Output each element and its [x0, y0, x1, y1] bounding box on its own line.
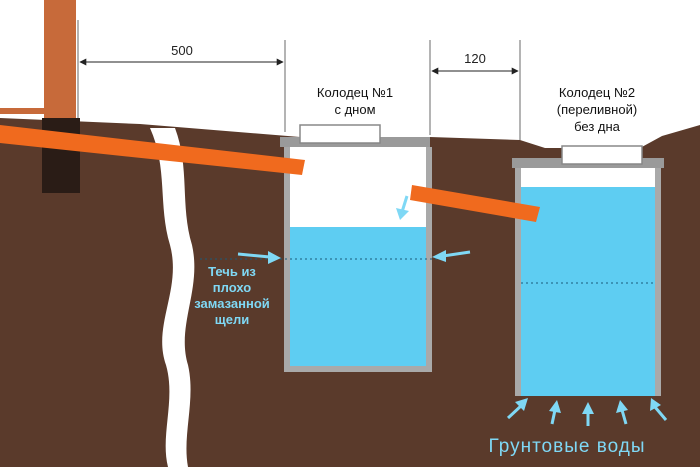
groundwater-arrow-icon	[650, 398, 668, 421]
groundwater-label: Грунтовые воды	[489, 436, 646, 457]
well-1-water	[290, 227, 426, 366]
wooden-post	[44, 0, 76, 120]
overflow-pipe	[410, 185, 540, 222]
well-2-label-line-2: (переливной)	[557, 102, 637, 117]
leak-arrow-right-icon	[432, 250, 471, 262]
leak-label-line-2: плохо	[213, 280, 251, 295]
inlet-pipe	[0, 125, 305, 175]
flow-arrow-icon	[396, 195, 409, 220]
well-2-label-line-3: без дна	[574, 119, 621, 134]
well-1-label-line-1: Колодец №1	[317, 85, 393, 100]
leak-label-line-3: замазанной	[194, 296, 270, 311]
leak-label-line-1: Течь из	[208, 264, 256, 279]
well-2	[512, 145, 664, 396]
groundwater-arrow-icon	[506, 398, 528, 420]
soil-crack	[150, 128, 195, 467]
post-footing	[42, 118, 80, 193]
dimension-120-label: 120	[464, 51, 486, 66]
groundwater-arrow-icon	[582, 402, 594, 426]
well-2-water	[521, 187, 655, 396]
dimension-500-label: 500	[171, 43, 193, 58]
groundwater-arrow-icon	[549, 400, 561, 425]
well-1-label-line-2: с дном	[334, 102, 375, 117]
well-2-label-line-1: Колодец №2	[559, 85, 635, 100]
well-1	[200, 124, 438, 372]
leak-label-line-4: щели	[215, 312, 249, 327]
house-beam	[0, 108, 46, 114]
groundwater-arrow-icon	[616, 400, 628, 425]
leak-arrow-left-icon	[237, 251, 281, 264]
